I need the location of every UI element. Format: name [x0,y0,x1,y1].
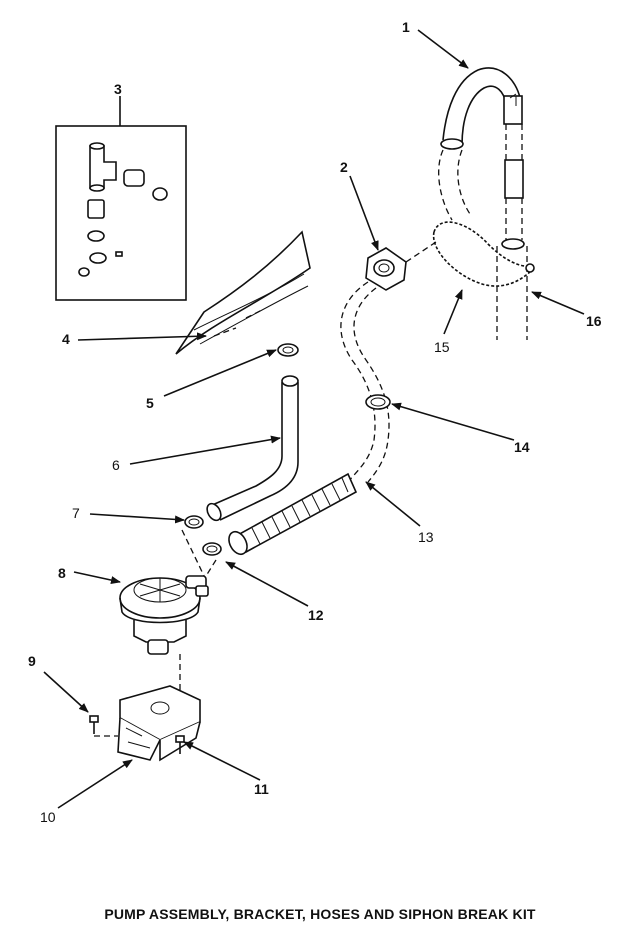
callout-numbers: 1 2 3 4 5 6 7 8 9 10 11 12 13 14 15 16 [28,19,602,825]
callout-14: 14 [514,439,530,455]
callout-1: 1 [402,19,410,35]
callout-4: 4 [62,331,70,347]
screw-9 [89,715,118,737]
hose-clamp-14 [365,394,391,410]
callout-13: 13 [418,529,434,545]
hose-clip-5 [277,343,299,357]
callout-8: 8 [58,565,66,581]
pump-hose [206,375,299,522]
callout-11: 11 [254,781,269,797]
siphon-break-kit [55,125,187,301]
callout-15: 15 [434,339,450,355]
callout-12: 12 [308,607,324,623]
hose-guide-line-2 [353,287,390,483]
callout-16: 16 [586,313,602,329]
diagram-title: PUMP ASSEMBLY, BRACKET, HOSES AND SIPHON… [104,906,536,922]
callout-7: 7 [72,505,80,521]
callout-6: 6 [112,457,120,473]
screw-11 [175,735,185,754]
pump-bracket [117,685,201,762]
pump-guide-line-2 [205,559,217,577]
callout-3: 3 [114,81,122,97]
pump-guide-line [181,529,207,581]
grommet [365,241,437,291]
hose-clamp-12 [202,542,222,556]
leader-lines [43,29,585,809]
tub-cover-section [175,230,311,355]
hose-clamp-7 [184,515,204,529]
corrugated-drain-hose [228,472,358,556]
callout-5: 5 [146,395,154,411]
callout-10: 10 [40,809,56,825]
callout-9: 9 [28,653,36,669]
hose-guide-line [340,281,376,483]
siphon-break-hose [438,67,528,340]
drain-pump [119,575,209,700]
beaded-strap [432,221,535,287]
callout-2: 2 [340,159,348,175]
